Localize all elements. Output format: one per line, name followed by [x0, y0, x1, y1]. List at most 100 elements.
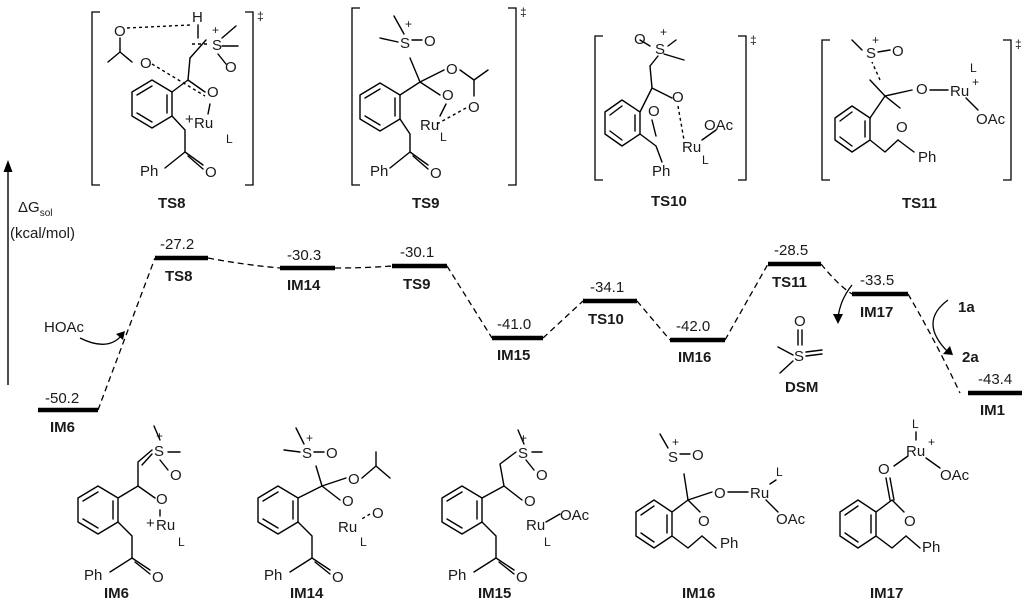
svg-text:O: O — [207, 84, 219, 101]
svg-text:O: O — [205, 164, 217, 181]
svg-text:Ph: Ph — [370, 163, 388, 180]
svg-text:Ph: Ph — [264, 567, 282, 584]
structure-TS11: ‡ O Ph S + O O Ru + L OAc — [821, 33, 1022, 181]
energy-TS10: -34.1 — [590, 279, 624, 296]
svg-text:O: O — [170, 467, 182, 484]
svg-text:Ru: Ru — [194, 115, 213, 132]
svg-text:Ph: Ph — [84, 567, 102, 584]
svg-text:Ru: Ru — [420, 117, 439, 134]
profile-levels — [38, 255, 1022, 413]
svg-text:Ph: Ph — [922, 539, 940, 556]
im6-label: IM6 — [104, 585, 129, 600]
svg-text:Ru: Ru — [526, 517, 545, 534]
svg-text:S: S — [794, 348, 804, 365]
structure-IM6: O S + O + Ru L Ph O — [77, 425, 185, 586]
ts8-label: TS8 — [158, 195, 186, 212]
svg-text:L: L — [360, 535, 367, 549]
svg-text:O: O — [692, 447, 704, 464]
svg-text:OAc: OAc — [704, 117, 734, 134]
svg-text:O: O — [156, 491, 168, 508]
im14-label: IM14 — [290, 585, 324, 600]
svg-text:L: L — [178, 535, 185, 549]
svg-text:‡: ‡ — [257, 9, 264, 23]
svg-text:O: O — [468, 99, 480, 116]
svg-text:+: + — [212, 23, 219, 37]
name-TS9: TS9 — [403, 276, 431, 293]
structure-IM15: O S + O Ru L OAc Ph O — [441, 429, 590, 586]
im15-label: IM15 — [478, 585, 511, 600]
structure-TS8: ‡ O + Ru L H S + O O O Ph O — [91, 9, 264, 186]
svg-text:Ru: Ru — [950, 83, 969, 100]
svg-text:L: L — [702, 153, 709, 167]
svg-text:S: S — [154, 443, 164, 460]
svg-text:+: + — [660, 25, 667, 39]
svg-text:‡: ‡ — [520, 5, 527, 19]
name-IM14: IM14 — [287, 277, 321, 294]
energy-TS8: -27.2 — [160, 236, 194, 253]
svg-text:+: + — [520, 431, 527, 445]
svg-text:L: L — [970, 61, 977, 75]
svg-text:S: S — [400, 35, 410, 52]
svg-text:S: S — [518, 445, 528, 462]
energy-IM1: -43.4 — [978, 371, 1012, 388]
svg-text:O: O — [634, 31, 646, 48]
dsm-arrow — [837, 284, 853, 319]
svg-text:Ru: Ru — [338, 519, 357, 536]
ts10-label: TS10 — [651, 193, 687, 210]
axis-label: ΔGsol — [18, 199, 52, 219]
energy-IM17: -33.5 — [860, 272, 894, 289]
svg-text:O: O — [326, 445, 338, 462]
structure-IM17: O O Ph Ru + L OAc — [839, 417, 970, 556]
svg-text:+: + — [306, 431, 313, 445]
svg-text:O: O — [442, 87, 454, 104]
name-IM16: IM16 — [678, 349, 711, 366]
svg-text:+: + — [928, 435, 935, 449]
ts9-label: TS9 — [412, 195, 440, 212]
svg-text:H: H — [192, 9, 203, 26]
reagent-arrowhead — [943, 346, 953, 355]
svg-text:Ph: Ph — [652, 163, 670, 180]
svg-text:O: O — [714, 485, 726, 502]
svg-text:+: + — [185, 111, 194, 128]
svg-text:O: O — [648, 103, 660, 120]
im17-label: IM17 — [870, 585, 903, 600]
svg-text:OAc: OAc — [560, 507, 590, 524]
svg-text:O: O — [342, 493, 354, 510]
svg-text:Ru: Ru — [682, 139, 701, 156]
name-IM15: IM15 — [497, 347, 530, 364]
svg-text:Ph: Ph — [448, 567, 466, 584]
hoac-arrowhead — [116, 331, 125, 340]
svg-text:Ru: Ru — [750, 485, 769, 502]
svg-text:Ph: Ph — [720, 535, 738, 552]
svg-text:‡: ‡ — [750, 33, 757, 47]
name-TS8: TS8 — [165, 268, 193, 285]
svg-text:L: L — [544, 535, 551, 549]
svg-text:S: S — [655, 41, 665, 58]
svg-text:+: + — [872, 33, 879, 47]
svg-text:OAc: OAc — [776, 511, 806, 528]
svg-text:S: S — [866, 45, 876, 62]
energy-IM16: -42.0 — [676, 318, 710, 335]
svg-text:O: O — [916, 81, 928, 98]
svg-text:O: O — [348, 471, 360, 488]
svg-text:‡: ‡ — [1015, 37, 1022, 51]
name-IM1: IM1 — [980, 402, 1005, 419]
reagent-arrow — [932, 299, 949, 353]
svg-text:O: O — [536, 467, 548, 484]
svg-text:O: O — [446, 61, 458, 78]
svg-text:O: O — [904, 513, 916, 530]
svg-text:O: O — [672, 89, 684, 106]
dsm-label: DSM — [785, 379, 818, 396]
structure-TS10: ‡ O S + O O Ph Ru L OAc — [594, 25, 757, 181]
svg-text:O: O — [794, 313, 806, 330]
structure-TS9: ‡ O Ru L S + O O O Ph O — [351, 5, 527, 186]
svg-text:OAc: OAc — [976, 111, 1006, 128]
svg-text:Ph: Ph — [918, 149, 936, 166]
dsm-molecule: O S — [777, 313, 823, 374]
svg-text:O: O — [878, 461, 890, 478]
svg-text:O: O — [516, 569, 528, 586]
svg-text:L: L — [440, 130, 447, 144]
svg-text:Ph: Ph — [140, 163, 158, 180]
svg-text:O: O — [225, 59, 237, 76]
